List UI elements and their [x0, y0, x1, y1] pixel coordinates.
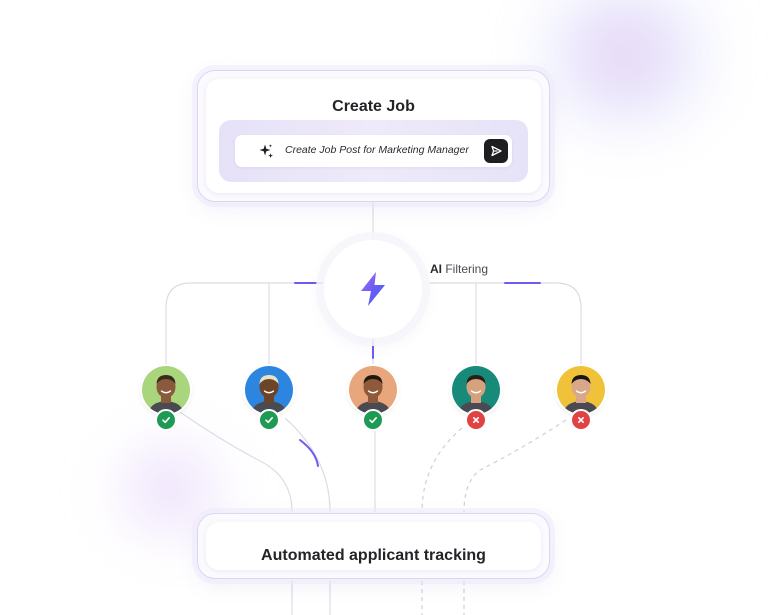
ai-filter-hub [324, 240, 422, 338]
wire-candidate-2-track [284, 417, 331, 513]
person-icon [142, 366, 190, 414]
accepted-status-badge [258, 409, 280, 431]
candidate-avatar [557, 366, 605, 414]
lightning-bolt-icon [361, 272, 385, 306]
candidate-avatar [452, 366, 500, 414]
person-icon [452, 366, 500, 414]
candidate-avatar [349, 366, 397, 414]
ai-label-strong: AI [430, 262, 442, 276]
candidate-avatar [245, 366, 293, 414]
create-job-card: Create Job Create Job Post for Marketing… [197, 70, 550, 202]
create-job-title: Create Job [332, 98, 415, 115]
rejected-status-badge [570, 409, 592, 431]
prompt-container: Create Job Post for Marketing Manager [219, 120, 528, 182]
job-prompt-text: Create Job Post for Marketing Manager [285, 144, 469, 156]
create-job-card-inner: Create Job Create Job Post for Marketing… [206, 79, 541, 193]
job-prompt-input[interactable]: Create Job Post for Marketing Manager [235, 135, 512, 167]
ai-filtering-label: AI Filtering [430, 262, 488, 276]
check-icon [265, 417, 273, 424]
send-button[interactable] [484, 139, 508, 163]
rejected-status-badge [465, 409, 487, 431]
close-icon [473, 417, 479, 423]
wire-candidate-1-track [179, 411, 293, 513]
person-icon [349, 366, 397, 414]
check-icon [162, 417, 170, 424]
wire-branch-1 [165, 282, 324, 364]
accepted-status-badge [155, 409, 177, 431]
check-icon [369, 417, 377, 424]
person-icon [557, 366, 605, 414]
ai-label-rest: Filtering [445, 262, 489, 276]
accepted-status-badge [362, 409, 384, 431]
applicant-tracking-card-inner: Automated applicant tracking [206, 522, 541, 570]
person-icon [245, 366, 293, 414]
candidate-avatar [142, 366, 190, 414]
wire-candidate-5-track [463, 419, 567, 513]
wire-candidate-4-track [421, 427, 463, 513]
send-icon [491, 145, 502, 157]
sparkle-icon [259, 144, 273, 158]
wire-branch-5 [422, 282, 582, 364]
close-icon [578, 417, 584, 423]
applicant-tracking-title: Automated applicant tracking [261, 547, 486, 564]
applicant-tracking-card: Automated applicant tracking [197, 513, 550, 579]
